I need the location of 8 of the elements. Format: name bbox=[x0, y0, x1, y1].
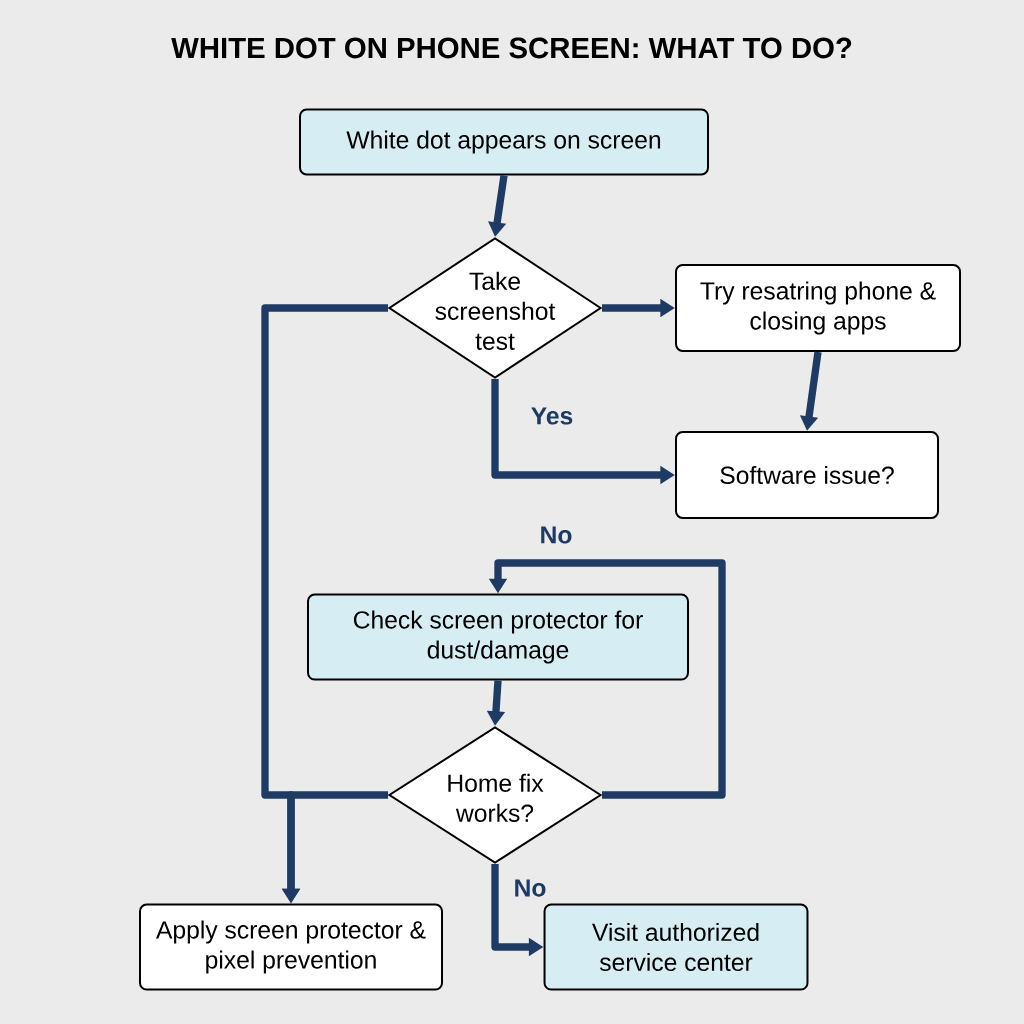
process-box: White dot appears on screen bbox=[299, 108, 709, 176]
process-box: Software issue? bbox=[675, 431, 939, 519]
process-box: Apply screen protector & pixel prevention bbox=[139, 903, 443, 991]
process-box: Try resatring phone & closing apps bbox=[675, 264, 961, 352]
title: WHITE DOT ON PHONE SCREEN: WHAT TO DO? bbox=[171, 37, 852, 59]
process-box: Check screen protector for dust/damage bbox=[307, 593, 689, 681]
edge-label: Yes bbox=[528, 404, 576, 428]
process-box: Visit authorized service center bbox=[543, 903, 809, 991]
